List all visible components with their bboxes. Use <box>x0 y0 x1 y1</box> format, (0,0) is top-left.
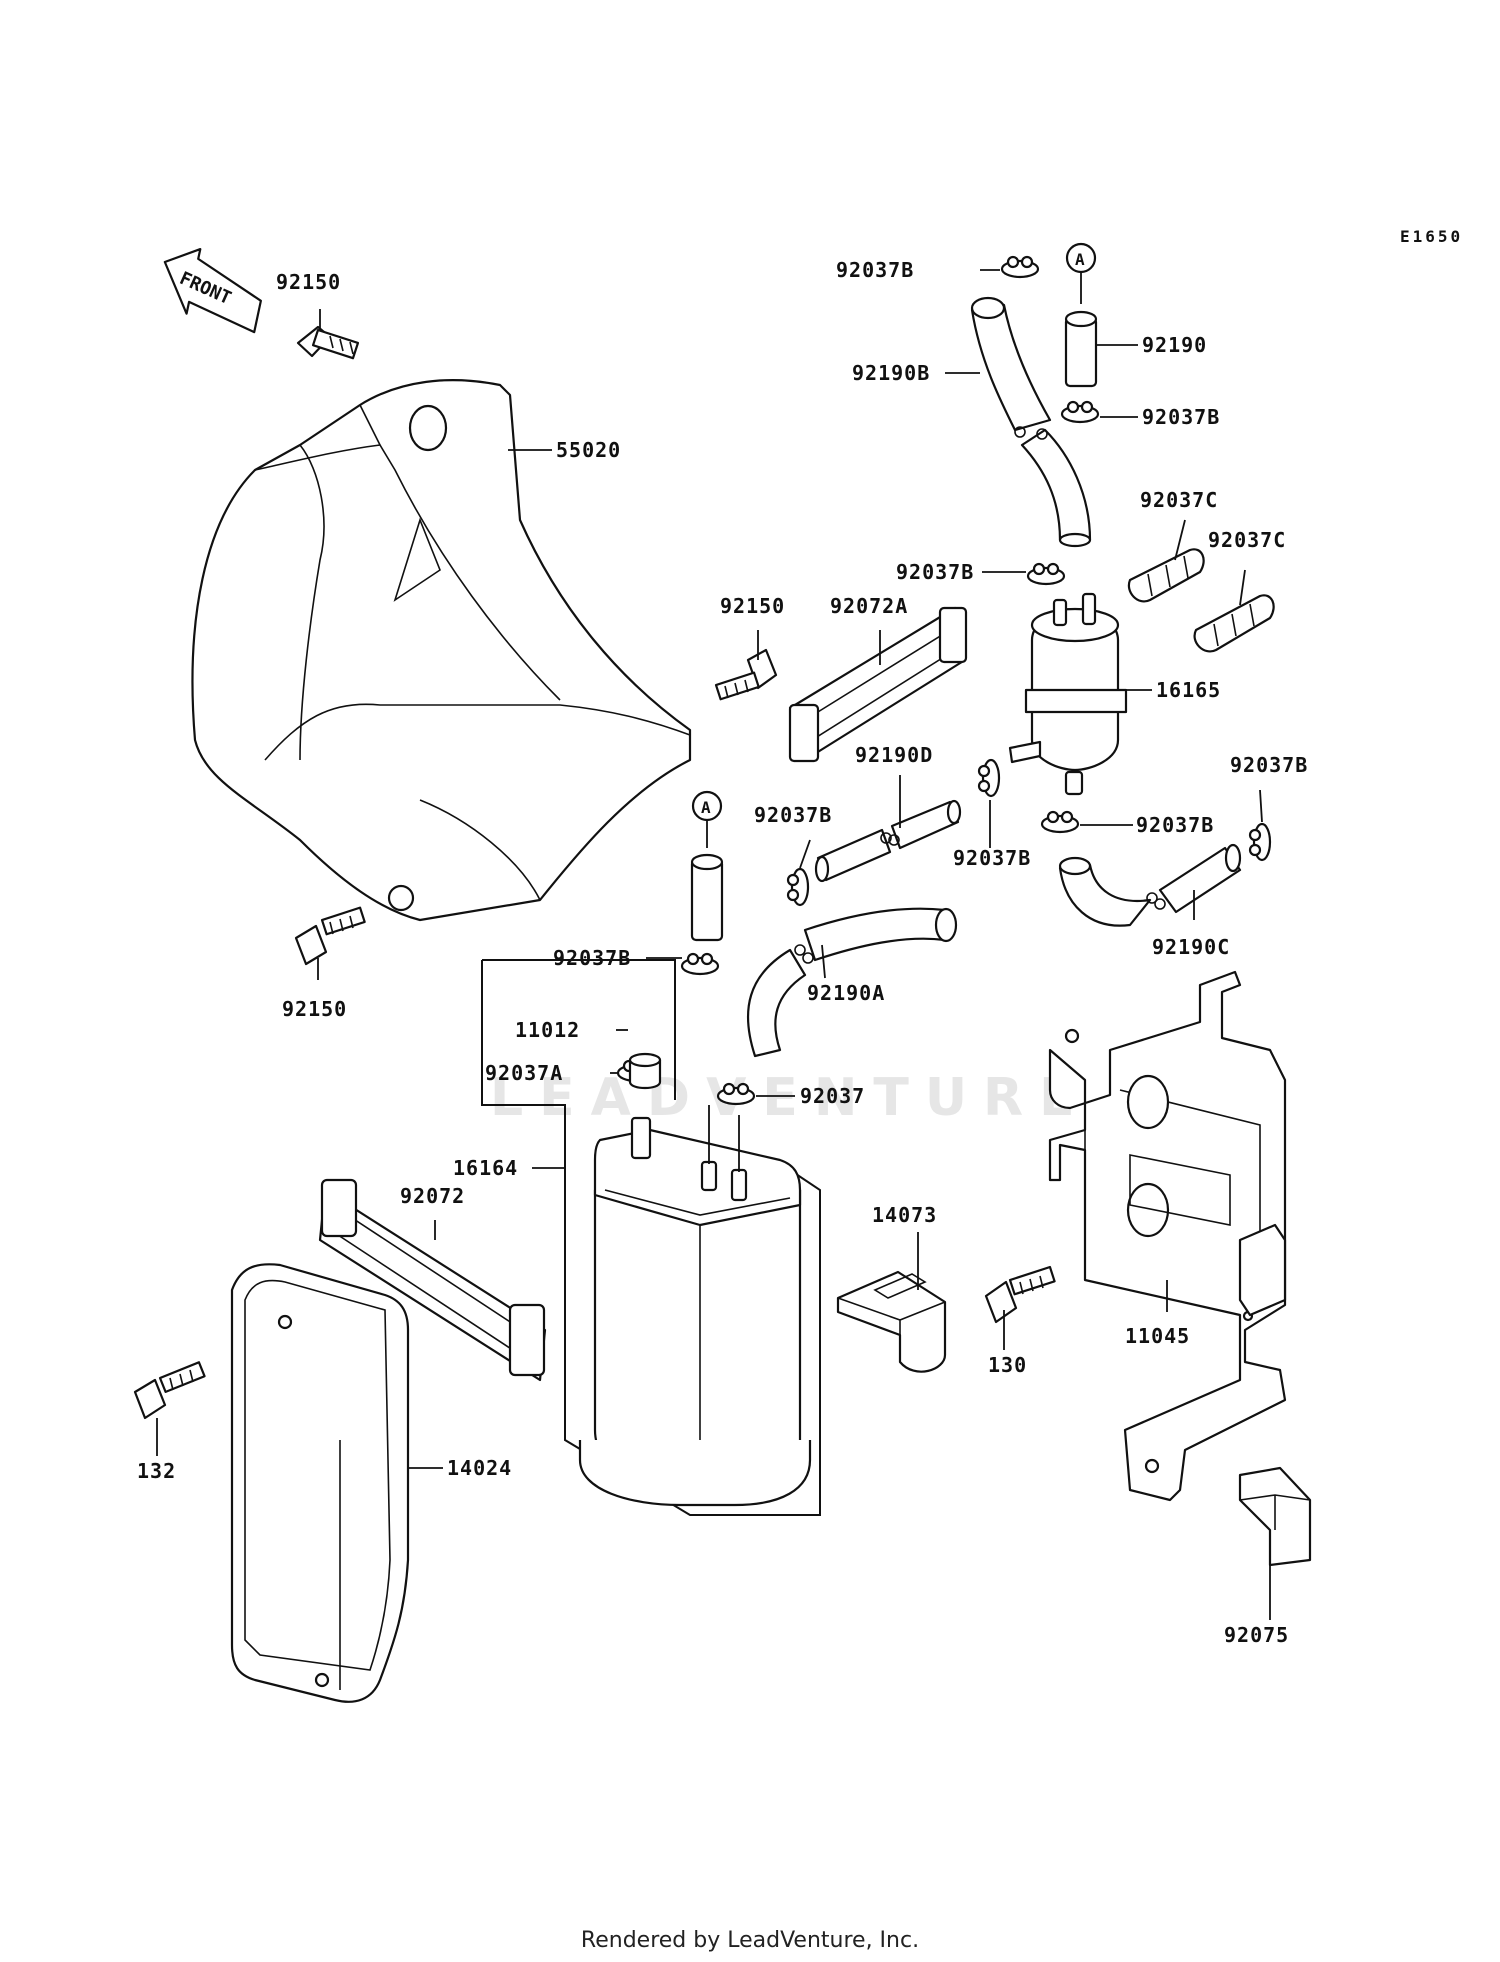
label-92072A[interactable]: 92072A <box>830 594 908 618</box>
part-labels: 92150 55020 92150 92150 92072A 92037B 92… <box>137 258 1308 1647</box>
clamp-92037C-1[interactable] <box>1127 548 1205 603</box>
leader-lines <box>156 269 1271 1620</box>
label-92037B-4[interactable]: 92037B <box>754 803 832 827</box>
label-14073[interactable]: 14073 <box>872 1203 937 1227</box>
label-55020[interactable]: 55020 <box>556 438 621 462</box>
connector-14073[interactable] <box>836 1270 947 1373</box>
bolt-92150-mid[interactable] <box>714 648 778 701</box>
front-arrow-icon: FRONT <box>163 247 262 334</box>
label-92037B-5[interactable]: 92037B <box>953 846 1031 870</box>
clamp-92037B-7[interactable] <box>1248 822 1272 862</box>
label-92150-top[interactable]: 92150 <box>276 270 341 294</box>
label-92037A[interactable]: 92037A <box>485 1061 563 1085</box>
hose-92190D[interactable] <box>814 799 962 883</box>
label-92037C-1[interactable]: 92037C <box>1140 488 1218 512</box>
clamp-92037B-8[interactable] <box>680 952 720 976</box>
canister-16164[interactable] <box>481 959 821 1516</box>
hose-92190A[interactable] <box>746 907 958 1058</box>
label-92037B-3[interactable]: 92037B <box>896 560 974 584</box>
hose-92190[interactable]: A <box>1064 242 1098 388</box>
clamp-92037B-5[interactable] <box>977 758 1001 798</box>
label-92037B-8[interactable]: 92037B <box>553 946 631 970</box>
label-92150-bot[interactable]: 92150 <box>282 997 347 1021</box>
watermark: LEADVENTURE <box>490 1068 1091 1128</box>
bolt-92150-bot[interactable] <box>294 906 366 966</box>
hose-92190C[interactable] <box>1058 843 1242 927</box>
strap-92072[interactable] <box>318 1178 547 1382</box>
bolt-130[interactable] <box>984 1265 1056 1324</box>
fuel-pump-16165[interactable] <box>1008 592 1128 796</box>
clamp-92037[interactable] <box>716 1082 756 1106</box>
hose-a-bottom[interactable]: A <box>690 790 724 942</box>
strap-92072A[interactable] <box>788 606 968 763</box>
label-92190[interactable]: 92190 <box>1142 333 1207 357</box>
bolt-132[interactable] <box>133 1361 206 1420</box>
clamp-92037B-2[interactable] <box>1060 400 1100 424</box>
clamp-92037B-1[interactable] <box>1000 255 1040 279</box>
label-92190C[interactable]: 92190C <box>1152 935 1230 959</box>
pad-92075[interactable] <box>1238 1466 1312 1567</box>
label-92037B-1[interactable]: 92037B <box>836 258 914 282</box>
cap-11012[interactable] <box>628 1052 662 1090</box>
hose-92190B[interactable] <box>970 296 1092 548</box>
label-16164[interactable]: 16164 <box>453 1156 518 1180</box>
label-11012[interactable]: 11012 <box>515 1018 580 1042</box>
side-cover-55020[interactable] <box>191 379 692 922</box>
clamp-92037B-6[interactable] <box>1040 810 1080 834</box>
clamp-92037B-4[interactable] <box>786 867 810 907</box>
label-92190A[interactable]: 92190A <box>807 981 885 1005</box>
label-16165[interactable]: 16165 <box>1156 678 1221 702</box>
footer-credit: Rendered by LeadVenture, Inc. <box>580 1928 920 1953</box>
diagram-code: E1650 <box>1400 227 1463 246</box>
cover-14024[interactable] <box>230 1263 410 1703</box>
label-14024[interactable]: 14024 <box>447 1456 512 1480</box>
label-92190D[interactable]: 92190D <box>855 743 933 767</box>
label-11045[interactable]: 11045 <box>1125 1324 1190 1348</box>
ref-marker-a-label-bottom: A <box>701 798 711 817</box>
label-92190B[interactable]: 92190B <box>852 361 930 385</box>
label-92037B-7[interactable]: 92037B <box>1230 753 1308 777</box>
bracket-11045[interactable] <box>1048 970 1287 1502</box>
label-92075[interactable]: 92075 <box>1224 1623 1289 1647</box>
label-92150-mid[interactable]: 92150 <box>720 594 785 618</box>
label-92037B-6[interactable]: 92037B <box>1136 813 1214 837</box>
clamp-92037B-3[interactable] <box>1026 562 1066 586</box>
label-92037[interactable]: 92037 <box>800 1084 865 1108</box>
label-92037C-2[interactable]: 92037C <box>1208 528 1286 552</box>
label-92072[interactable]: 92072 <box>400 1184 465 1208</box>
ref-marker-a-label: A <box>1075 250 1085 269</box>
label-92037B-2[interactable]: 92037B <box>1142 405 1220 429</box>
bolt-92150-top[interactable] <box>296 325 360 360</box>
label-130[interactable]: 130 <box>988 1353 1027 1377</box>
label-132[interactable]: 132 <box>137 1459 176 1483</box>
clamp-92037C-2[interactable] <box>1193 594 1275 653</box>
